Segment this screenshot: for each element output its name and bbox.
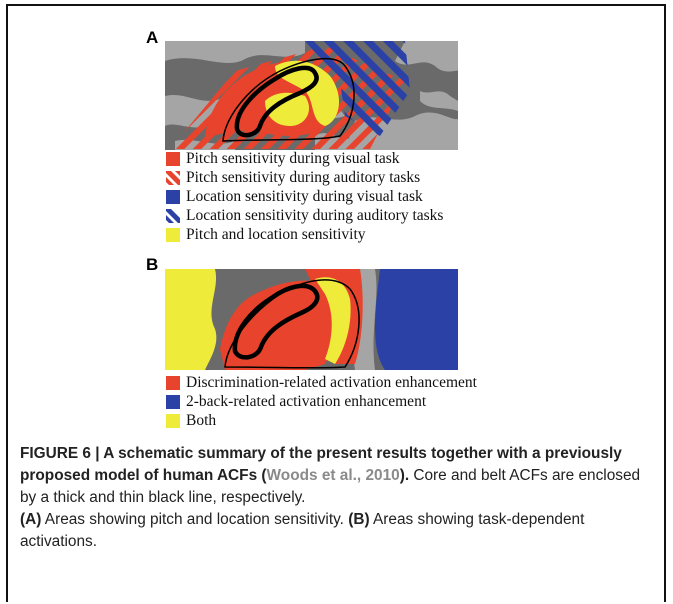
panel-a-label: A: [146, 28, 159, 47]
legend-item: Location sensitivity during visual task: [166, 187, 443, 206]
legend-label: Pitch sensitivity during auditory tasks: [186, 168, 421, 186]
caption-text-b: Areas showing task-dependent activations…: [20, 511, 585, 550]
panel-a-brain-image: [165, 41, 458, 150]
figure-title: FIGURE 6 | A schematic summary of the pr…: [20, 445, 622, 484]
legend-label: Pitch sensitivity during visual task: [186, 149, 400, 167]
legend-item: Pitch sensitivity during auditory tasks: [166, 168, 443, 187]
legend-item: Discrimination-related activation enhanc…: [166, 373, 477, 392]
citation-link[interactable]: Woods et al., 2010: [266, 467, 400, 484]
legend-item: Pitch and location sensitivity: [166, 225, 443, 244]
caption-label-b: (B): [348, 511, 370, 528]
figure-frame: [6, 4, 666, 602]
legend-label: 2-back-related activation enhancement: [186, 392, 427, 410]
legend-swatch-blue-solid: [166, 394, 180, 409]
legend-label: Pitch and location sensitivity: [186, 225, 366, 243]
legend-label: Discrimination-related activation enhanc…: [186, 373, 477, 391]
panel-b-legend: Discrimination-related activation enhanc…: [166, 373, 477, 430]
legend-swatch-red-solid: [166, 151, 180, 166]
legend-swatch-yellow-solid: [166, 413, 180, 428]
legend-item: Pitch sensitivity during visual task: [166, 149, 443, 168]
figure-caption: FIGURE 6 | A schematic summary of the pr…: [20, 443, 650, 553]
legend-item: Both: [166, 411, 477, 430]
legend-swatch-blue-stripes: [166, 208, 180, 223]
panel-a-legend: Pitch sensitivity during visual task Pit…: [166, 149, 443, 244]
legend-swatch-red-stripes: [166, 170, 180, 185]
legend-label: Location sensitivity during visual task: [186, 187, 423, 205]
panel-b-brain-image: [165, 269, 458, 370]
legend-item: Location sensitivity during auditory tas…: [166, 206, 443, 225]
legend-swatch-blue-solid: [166, 189, 180, 204]
caption-body: Core and belt ACFs are enclosed by a thi…: [20, 467, 641, 506]
panel-b-label: B: [146, 255, 159, 274]
caption-text-a: Areas showing pitch and location sensiti…: [41, 511, 349, 528]
legend-swatch-red-solid: [166, 375, 180, 390]
legend-label: Both: [186, 411, 217, 429]
legend-swatch-yellow-solid: [166, 227, 180, 242]
legend-item: 2-back-related activation enhancement: [166, 392, 477, 411]
caption-label-a: (A): [20, 511, 42, 528]
legend-label: Location sensitivity during auditory tas…: [186, 206, 444, 224]
figure-title-end: ).: [399, 467, 410, 484]
